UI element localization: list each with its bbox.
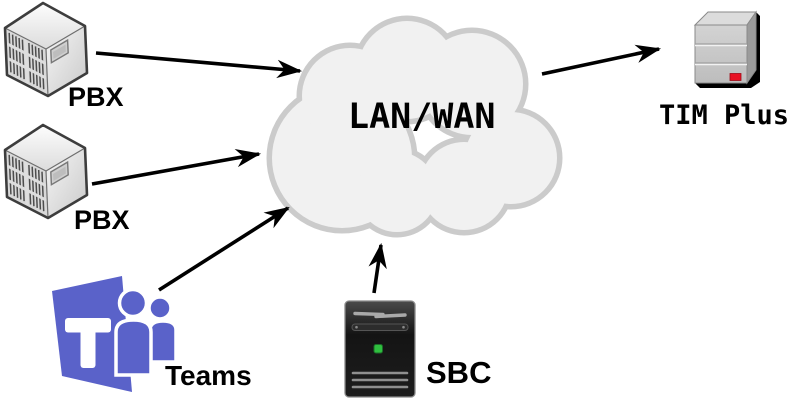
sbc-label: SBC	[426, 355, 492, 390]
arrow-pbx1-to-cloud	[95, 51, 303, 79]
arrow-pbx2-to-cloud	[91, 148, 262, 186]
sbc-icon	[344, 300, 416, 398]
tim-plus-icon	[693, 10, 760, 88]
lan-wan-label: LAN/WAN	[348, 97, 496, 137]
tim-plus-label: TIM Plus	[659, 100, 790, 131]
pbx2-label: PBX	[74, 205, 130, 235]
arrow-cloud-to-tim	[541, 44, 662, 76]
arrow-teams-to-cloud	[158, 206, 290, 292]
lan-wan-cloud	[266, 15, 563, 238]
pbx1-label: PBX	[68, 82, 124, 112]
teams-icon	[52, 276, 178, 392]
arrow-sbc-to-cloud	[368, 242, 387, 294]
teams-label: Teams	[165, 360, 252, 391]
